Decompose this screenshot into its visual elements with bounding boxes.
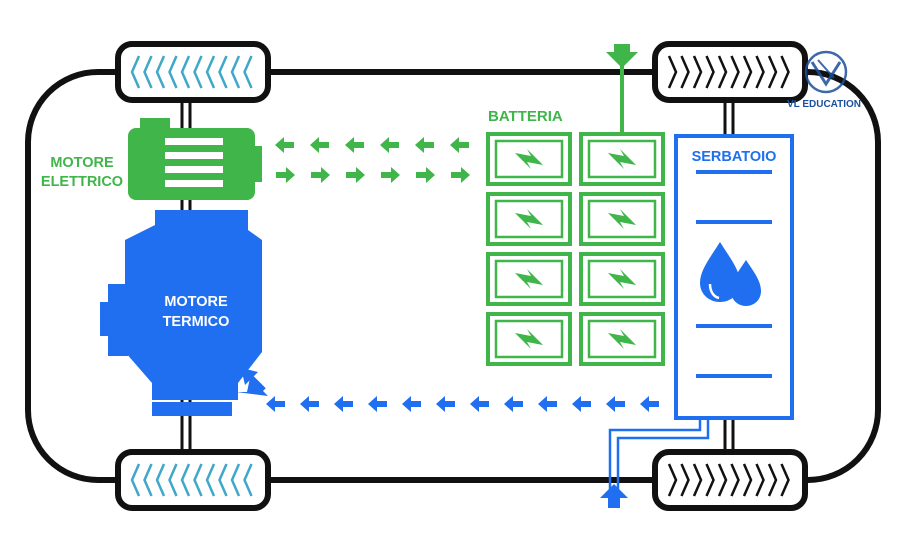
arrows-tank-to-engine xyxy=(266,396,659,412)
battery-cell xyxy=(486,132,572,186)
arrow-into-engine-head xyxy=(241,368,258,385)
wheel-front-top xyxy=(115,41,271,103)
arrow-icon xyxy=(436,396,455,412)
battery-pack xyxy=(486,132,665,366)
battery-label: BATTERIA xyxy=(488,108,563,125)
vl-education-logo xyxy=(804,50,848,94)
arrow-into-engine-icon xyxy=(236,378,268,396)
arrow-icon xyxy=(346,167,365,183)
wheel-rear-bottom xyxy=(652,449,808,511)
battery-cell xyxy=(579,192,665,246)
fuel-inlet-arrow-icon xyxy=(600,484,628,508)
watermark-text: VL EDUCATION xyxy=(787,99,861,110)
wheel-rear-top xyxy=(652,41,808,103)
combustion-engine-label-line2: TERMICO xyxy=(163,314,230,330)
electric-motor-label-line1: MOTORE xyxy=(50,155,114,171)
battery-cell xyxy=(486,252,572,306)
arrow-icon xyxy=(640,396,659,412)
arrow-icon xyxy=(415,137,434,153)
arrow-icon xyxy=(266,396,285,412)
lightning-bolt-icon xyxy=(515,149,543,169)
combustion-engine-icon xyxy=(100,210,262,416)
lightning-bolt-icon xyxy=(515,269,543,289)
wheel-front-bottom xyxy=(115,449,271,511)
arrow-icon xyxy=(504,396,523,412)
arrow-icon xyxy=(334,396,353,412)
fuel-inlet xyxy=(608,418,710,495)
arrow-icon xyxy=(300,396,319,412)
battery-cell xyxy=(486,192,572,246)
fuel-tank-label: SERBATOIO xyxy=(692,149,777,165)
arrow-icon xyxy=(368,396,387,412)
arrow-icon xyxy=(470,396,489,412)
arrow-icon xyxy=(276,167,295,183)
battery-cell xyxy=(579,252,665,306)
water-drops-icon xyxy=(700,242,761,306)
arrows-motor-to-battery xyxy=(276,167,470,183)
electric-motor-icon xyxy=(128,118,262,200)
arrow-icon xyxy=(402,396,421,412)
lightning-bolt-icon xyxy=(608,149,636,169)
lightning-bolt-icon xyxy=(515,209,543,229)
arrow-icon xyxy=(311,167,330,183)
arrow-icon xyxy=(416,167,435,183)
arrow-icon xyxy=(572,396,591,412)
lightning-bolt-icon xyxy=(515,329,543,349)
arrow-icon xyxy=(310,137,329,153)
battery-cell xyxy=(579,132,665,186)
arrow-icon xyxy=(381,167,400,183)
arrow-icon xyxy=(345,137,364,153)
combustion-engine-label-line1: MOTORE xyxy=(164,294,228,310)
arrow-icon xyxy=(538,396,557,412)
battery-cell xyxy=(579,312,665,366)
charging-connection xyxy=(606,44,638,132)
battery-cell xyxy=(486,312,572,366)
car-body-outline xyxy=(25,69,881,483)
arrow-icon xyxy=(606,396,625,412)
arrows-battery-to-motor xyxy=(275,137,469,153)
lightning-bolt-icon xyxy=(608,209,636,229)
arrow-icon xyxy=(380,137,399,153)
electric-motor-label-line2: ELETTRICO xyxy=(41,174,123,190)
lightning-bolt-icon xyxy=(608,269,636,289)
lightning-bolt-icon xyxy=(608,329,636,349)
arrow-icon xyxy=(450,137,469,153)
arrow-icon xyxy=(451,167,470,183)
arrow-icon xyxy=(275,137,294,153)
